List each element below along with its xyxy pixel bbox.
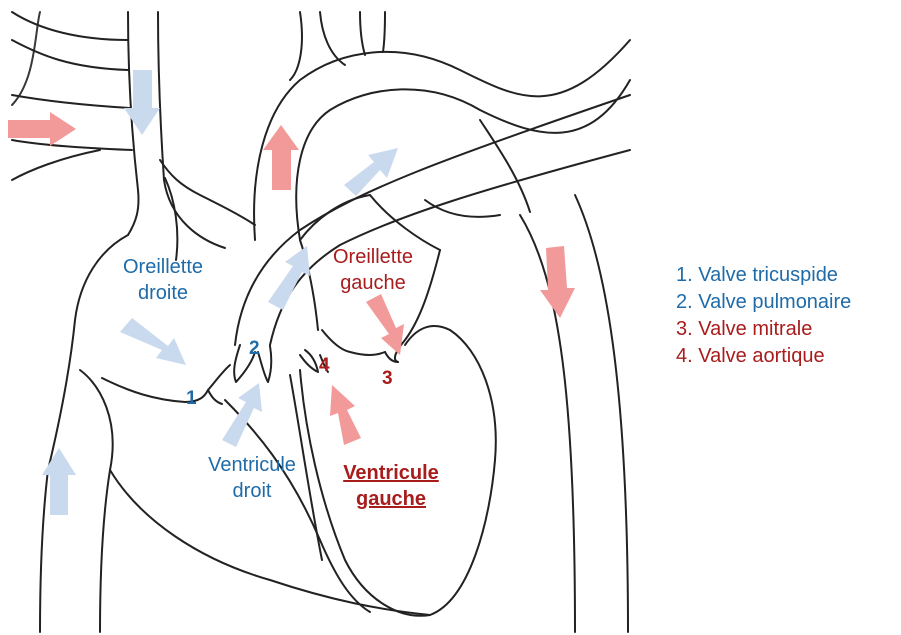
label-oreillette-droite-line1: Oreillette	[108, 254, 218, 280]
label-ventricule-droit-line1: Ventricule	[192, 452, 312, 478]
superior-vena-cava-wall	[158, 12, 225, 248]
legend-item-aortique: 4. Valve aortique	[676, 343, 851, 370]
label-ventricule-droit-line2: droit	[192, 478, 312, 504]
label-oreillette-droite: Oreillette droite	[108, 254, 218, 306]
valve-number-pulmonaire: 2	[249, 338, 260, 360]
arrow-blue-pa1	[268, 246, 310, 310]
arrow-red-lv	[330, 385, 361, 445]
arrow-red-aorta	[263, 125, 299, 190]
label-ventricule-droit: Ventricule droit	[192, 452, 312, 504]
arrow-blue-pa2	[344, 148, 398, 196]
pulmonary-artery	[235, 95, 630, 345]
arrow-red-desc	[540, 246, 575, 318]
valve-number-mitrale: 3	[382, 368, 393, 390]
label-ventricule-gauche-line1: Ventricule	[330, 460, 452, 486]
arrow-blue-rv	[222, 383, 262, 447]
valve-legend: 1. Valve tricuspide 2. Valve pulmonaire …	[676, 262, 851, 370]
legend-item-tricuspide: 1. Valve tricuspide	[676, 262, 851, 289]
legend-item-mitrale: 3. Valve mitrale	[676, 316, 851, 343]
label-oreillette-gauche: Oreillette gauche	[318, 244, 428, 296]
label-ventricule-gauche: Ventricule gauche	[330, 460, 452, 512]
legend-item-pulmonaire: 2. Valve pulmonaire	[676, 289, 851, 316]
label-oreillette-droite-line2: droite	[108, 280, 218, 306]
valve-number-aortique: 4	[319, 355, 330, 377]
label-oreillette-gauche-line2: gauche	[318, 270, 428, 296]
arrow-red-la	[366, 294, 404, 355]
label-ventricule-gauche-line2: gauche	[330, 486, 452, 512]
label-oreillette-gauche-line1: Oreillette	[318, 244, 428, 270]
valve-number-tricuspide: 1	[186, 388, 197, 410]
arrow-blue-ra	[120, 318, 186, 365]
